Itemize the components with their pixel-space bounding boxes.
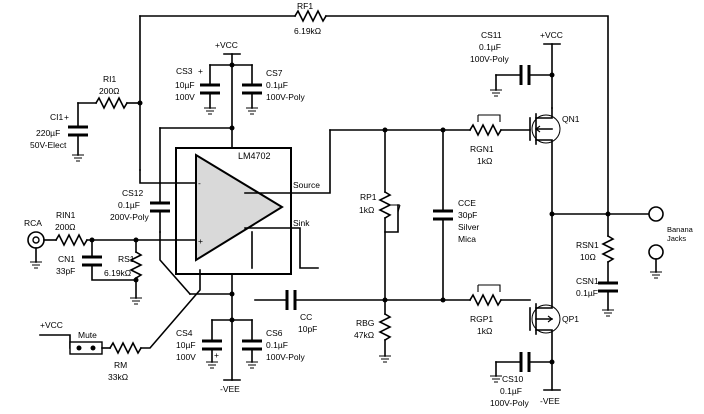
cce-value1: 30pF bbox=[458, 210, 477, 220]
csn1-value: 0.1µF bbox=[576, 288, 598, 298]
rsn1-value: 10Ω bbox=[580, 252, 596, 262]
cn1-value: 33pF bbox=[56, 266, 75, 276]
vcc-decoupling bbox=[150, 53, 262, 233]
cs11-value2: 100V-Poly bbox=[470, 54, 509, 64]
rgp1-ref: RGP1 bbox=[470, 314, 493, 324]
output-stage bbox=[468, 43, 664, 391]
input-network: RCA bbox=[24, 218, 177, 305]
cs4-plus: + bbox=[214, 350, 219, 360]
cs3-ref: CS3 bbox=[176, 66, 193, 76]
cs4-ref: CS4 bbox=[176, 328, 193, 338]
rca-label: RCA bbox=[24, 218, 42, 228]
cs12-value2: 200V-Poly bbox=[110, 212, 149, 222]
rm-ref: RM bbox=[114, 360, 127, 370]
cs10-value1: 0.1µF bbox=[500, 386, 522, 396]
rs1-ref: RS1 bbox=[118, 254, 135, 264]
vcc-top-label: +VCC bbox=[215, 40, 238, 50]
rin1-ref: RIN1 bbox=[56, 210, 76, 220]
rm-value: 33kΩ bbox=[108, 372, 128, 382]
cce-value3: Mica bbox=[458, 234, 476, 244]
rsn1-ref: RSN1 bbox=[576, 240, 599, 250]
cs10-ref: CS10 bbox=[502, 374, 524, 384]
ic-pin-source: Source bbox=[293, 180, 320, 190]
rgn1-value: 1kΩ bbox=[477, 156, 492, 166]
cs7-value2: 100V-Poly bbox=[266, 92, 305, 102]
banana-jack-icon bbox=[648, 206, 664, 222]
cs3-value1: 10µF bbox=[175, 80, 195, 90]
cs3-value2: 100V bbox=[175, 92, 195, 102]
rin1-value: 200Ω bbox=[55, 222, 76, 232]
cs12-ref: CS12 bbox=[122, 188, 144, 198]
cs11-ref: CS11 bbox=[481, 30, 502, 40]
ic-name: LM4702 bbox=[238, 151, 271, 161]
mute-circuit bbox=[39, 269, 201, 355]
ic-minus: - bbox=[198, 178, 201, 188]
rbg-ref: RBG bbox=[356, 318, 374, 328]
cs6-ref: CS6 bbox=[266, 328, 283, 338]
vcc-right-label: +VCC bbox=[540, 30, 563, 40]
banana-jack-gnd-icon bbox=[648, 244, 664, 260]
ci1-plus: + bbox=[64, 112, 69, 122]
cce-ref: CCE bbox=[458, 198, 476, 208]
mute-label: Mute bbox=[78, 330, 97, 340]
vee-decoupling bbox=[159, 231, 262, 381]
banana-label-1: Banana bbox=[667, 225, 694, 234]
cn1-ref: CN1 bbox=[58, 254, 75, 264]
cc-value: 10pF bbox=[298, 324, 317, 334]
vee-right-label: -VEE bbox=[540, 396, 560, 406]
labels: RF1 6.19kΩ RI1 200Ω CI1 + 220µF 50V-Elec… bbox=[30, 1, 694, 408]
qn1-ref: QN1 bbox=[562, 114, 580, 124]
cs10-value2: 100V-Poly bbox=[490, 398, 529, 408]
csn1-ref: CSN1 bbox=[576, 276, 599, 286]
ci1-value1: 220µF bbox=[36, 128, 60, 138]
rf1-value: 6.19kΩ bbox=[294, 26, 321, 36]
qp1-ref: QP1 bbox=[562, 314, 579, 324]
ci1-value2: 50V-Elect bbox=[30, 140, 67, 150]
rbg-value: 47kΩ bbox=[354, 330, 374, 340]
feedback-network bbox=[68, 9, 609, 215]
rgn1-ref: RGN1 bbox=[470, 144, 494, 154]
ci1-ref: CI1 bbox=[50, 112, 64, 122]
banana-label-2: Jacks bbox=[667, 234, 686, 243]
lm4702-ic: LM4702 - + Source Sink bbox=[175, 129, 331, 275]
rp1-ref: RP1 bbox=[360, 192, 377, 202]
cs6-value1: 0.1µF bbox=[266, 340, 288, 350]
cs4-value2: 100V bbox=[176, 352, 196, 362]
cs12-value1: 0.1µF bbox=[118, 200, 140, 210]
rf1-ref: RF1 bbox=[297, 1, 313, 11]
rp1-value: 1kΩ bbox=[359, 205, 374, 215]
vcc-mute-label: +VCC bbox=[40, 320, 63, 330]
rgp1-value: 1kΩ bbox=[477, 326, 492, 336]
ri1-ref: RI1 bbox=[103, 74, 117, 84]
cs3-plus: + bbox=[198, 66, 203, 76]
vee-bottom-label: -VEE bbox=[220, 384, 240, 394]
ri1-value: 200Ω bbox=[99, 86, 120, 96]
mute-switch bbox=[69, 341, 103, 355]
ic-pin-sink: Sink bbox=[293, 218, 310, 228]
cs7-value1: 0.1µF bbox=[266, 80, 288, 90]
cs11-value1: 0.1µF bbox=[479, 42, 501, 52]
cs6-value2: 100V-Poly bbox=[266, 352, 305, 362]
cce-value2: Silver bbox=[458, 222, 479, 232]
cs7-ref: CS7 bbox=[266, 68, 283, 78]
cc-ref: CC bbox=[300, 312, 312, 322]
ic-plus: + bbox=[198, 236, 203, 246]
bias-network bbox=[254, 127, 471, 363]
rs1-value: 6.19kΩ bbox=[104, 268, 131, 278]
cs4-value1: 10µF bbox=[176, 340, 196, 350]
